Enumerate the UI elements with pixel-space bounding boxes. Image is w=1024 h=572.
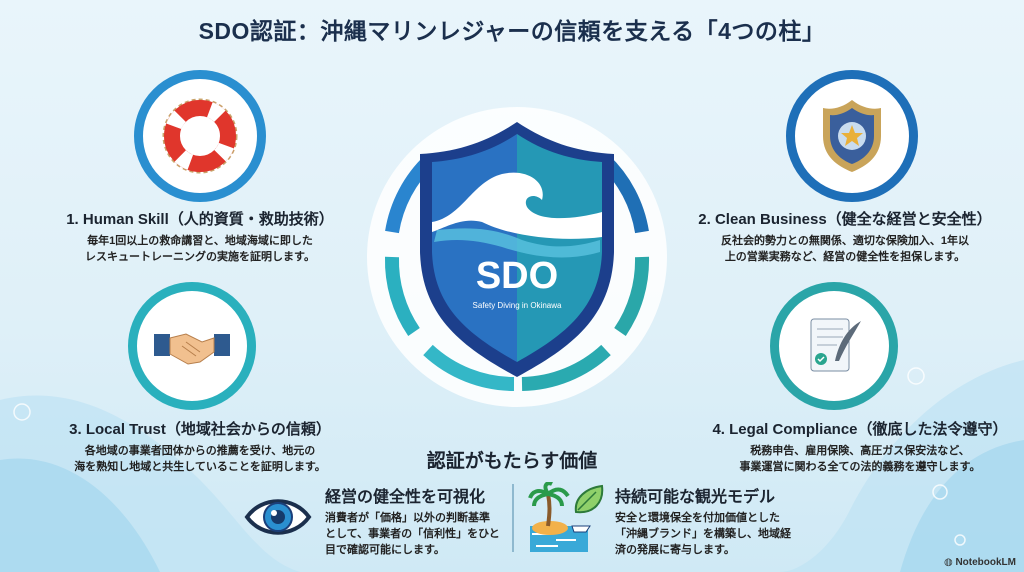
value-description: 安全と環境保全を付加価値とした: [615, 512, 780, 524]
pillar-heading: 3. Local Trust（地域社会からの信頼）: [69, 421, 331, 438]
value-heading: 持続可能な観光モデル: [615, 489, 776, 506]
notebooklm-logo-icon: ◍: [943, 557, 956, 568]
value-description: 消費者が「価格」以外の判断基準: [325, 512, 490, 524]
pillar-local-trust: 3. Local Trust（地域社会からの信頼） 各地域の事業者団体からの推薦…: [40, 418, 360, 475]
handshake-icon: [128, 282, 256, 410]
ring-segment: [384, 256, 420, 336]
value-description: 「沖縄ブランド」を構築し、地域経: [615, 528, 791, 540]
ring-segment: [521, 344, 611, 391]
sdo-emblem: SDO Safety Diving in Okinawa: [367, 107, 667, 407]
pillar-description: 各地域の事業者団体からの推薦を受け、地元の: [84, 445, 316, 457]
value-description: 済の発展に寄与します。: [615, 544, 735, 556]
pillar-description: 上の営業実務など、経営の健全性を担保します。: [724, 251, 966, 263]
eye-icon: [244, 499, 312, 535]
life-ring-icon: [134, 70, 266, 202]
pillar-clean-business: 2. Clean Business（健全な経営と安全性） 反社会的勢力との無関係…: [680, 208, 1010, 265]
pillar-description: 毎年1回以上の救命講習と、地域海域に即した: [87, 235, 313, 247]
pillar-description: レスキュートレーニングの実施を証明します。: [85, 251, 315, 263]
page-title: SDO認証：沖縄マリンレジャーの信頼を支える「4つの柱」: [198, 18, 826, 44]
pillar-description: 反社会的勢力との無関係、適切な保険加入、1年以: [720, 235, 969, 247]
divider: [512, 484, 514, 552]
pillar-human-skill: 1. Human Skill（人的資質・救助技術） 毎年1回以上の救命講習と、地…: [40, 208, 360, 265]
value-item-visibility: 経営の健全性を可視化 消費者が「価格」以外の判断基準 として、事業者の「信利性」…: [325, 483, 500, 558]
ring-segment: [614, 256, 650, 336]
badge-shield-icon: [786, 70, 918, 202]
value-heading: 経営の健全性を可視化: [325, 489, 486, 506]
document-quill-icon: [770, 282, 898, 410]
pillar-description: 事業運営に関わる全ての法的義務を遵守します。: [739, 461, 981, 473]
pillar-description: 税務申告、雇用保険、高圧ガス保安法など、: [750, 445, 970, 457]
emblem-subtitle: Safety Diving in Okinawa: [473, 301, 562, 310]
watermark-text: NotebookLM: [955, 557, 1016, 568]
pillar-heading: 1. Human Skill（人的資質・救助技術）: [66, 211, 334, 228]
pillar-description: 海を熟知し地域と共生していることを証明します。: [74, 461, 326, 473]
value-item-sustainable-tourism: 持続可能な観光モデル 安全と環境保全を付加価値とした 「沖縄ブランド」を構築し、…: [615, 483, 791, 558]
island-leaf-icon: [528, 482, 604, 552]
emblem-logo-text: SDO: [476, 255, 558, 297]
ring-segment: [423, 344, 515, 391]
value-description: として、事業者の「信利性」をひと: [325, 528, 500, 540]
pillar-legal-compliance: 4. Legal Compliance（徹底した法令遵守） 税務申告、雇用保険、…: [690, 418, 1024, 475]
pillar-heading: 4. Legal Compliance（徹底した法令遵守）: [712, 421, 1008, 438]
value-section-title: 認証がもたらす価値: [426, 451, 598, 472]
value-description: 目で確認可能にします。: [325, 544, 445, 556]
pillar-heading: 2. Clean Business（健全な経営と安全性）: [698, 211, 992, 228]
notebooklm-watermark: ◍ NotebookLM: [944, 557, 1016, 568]
